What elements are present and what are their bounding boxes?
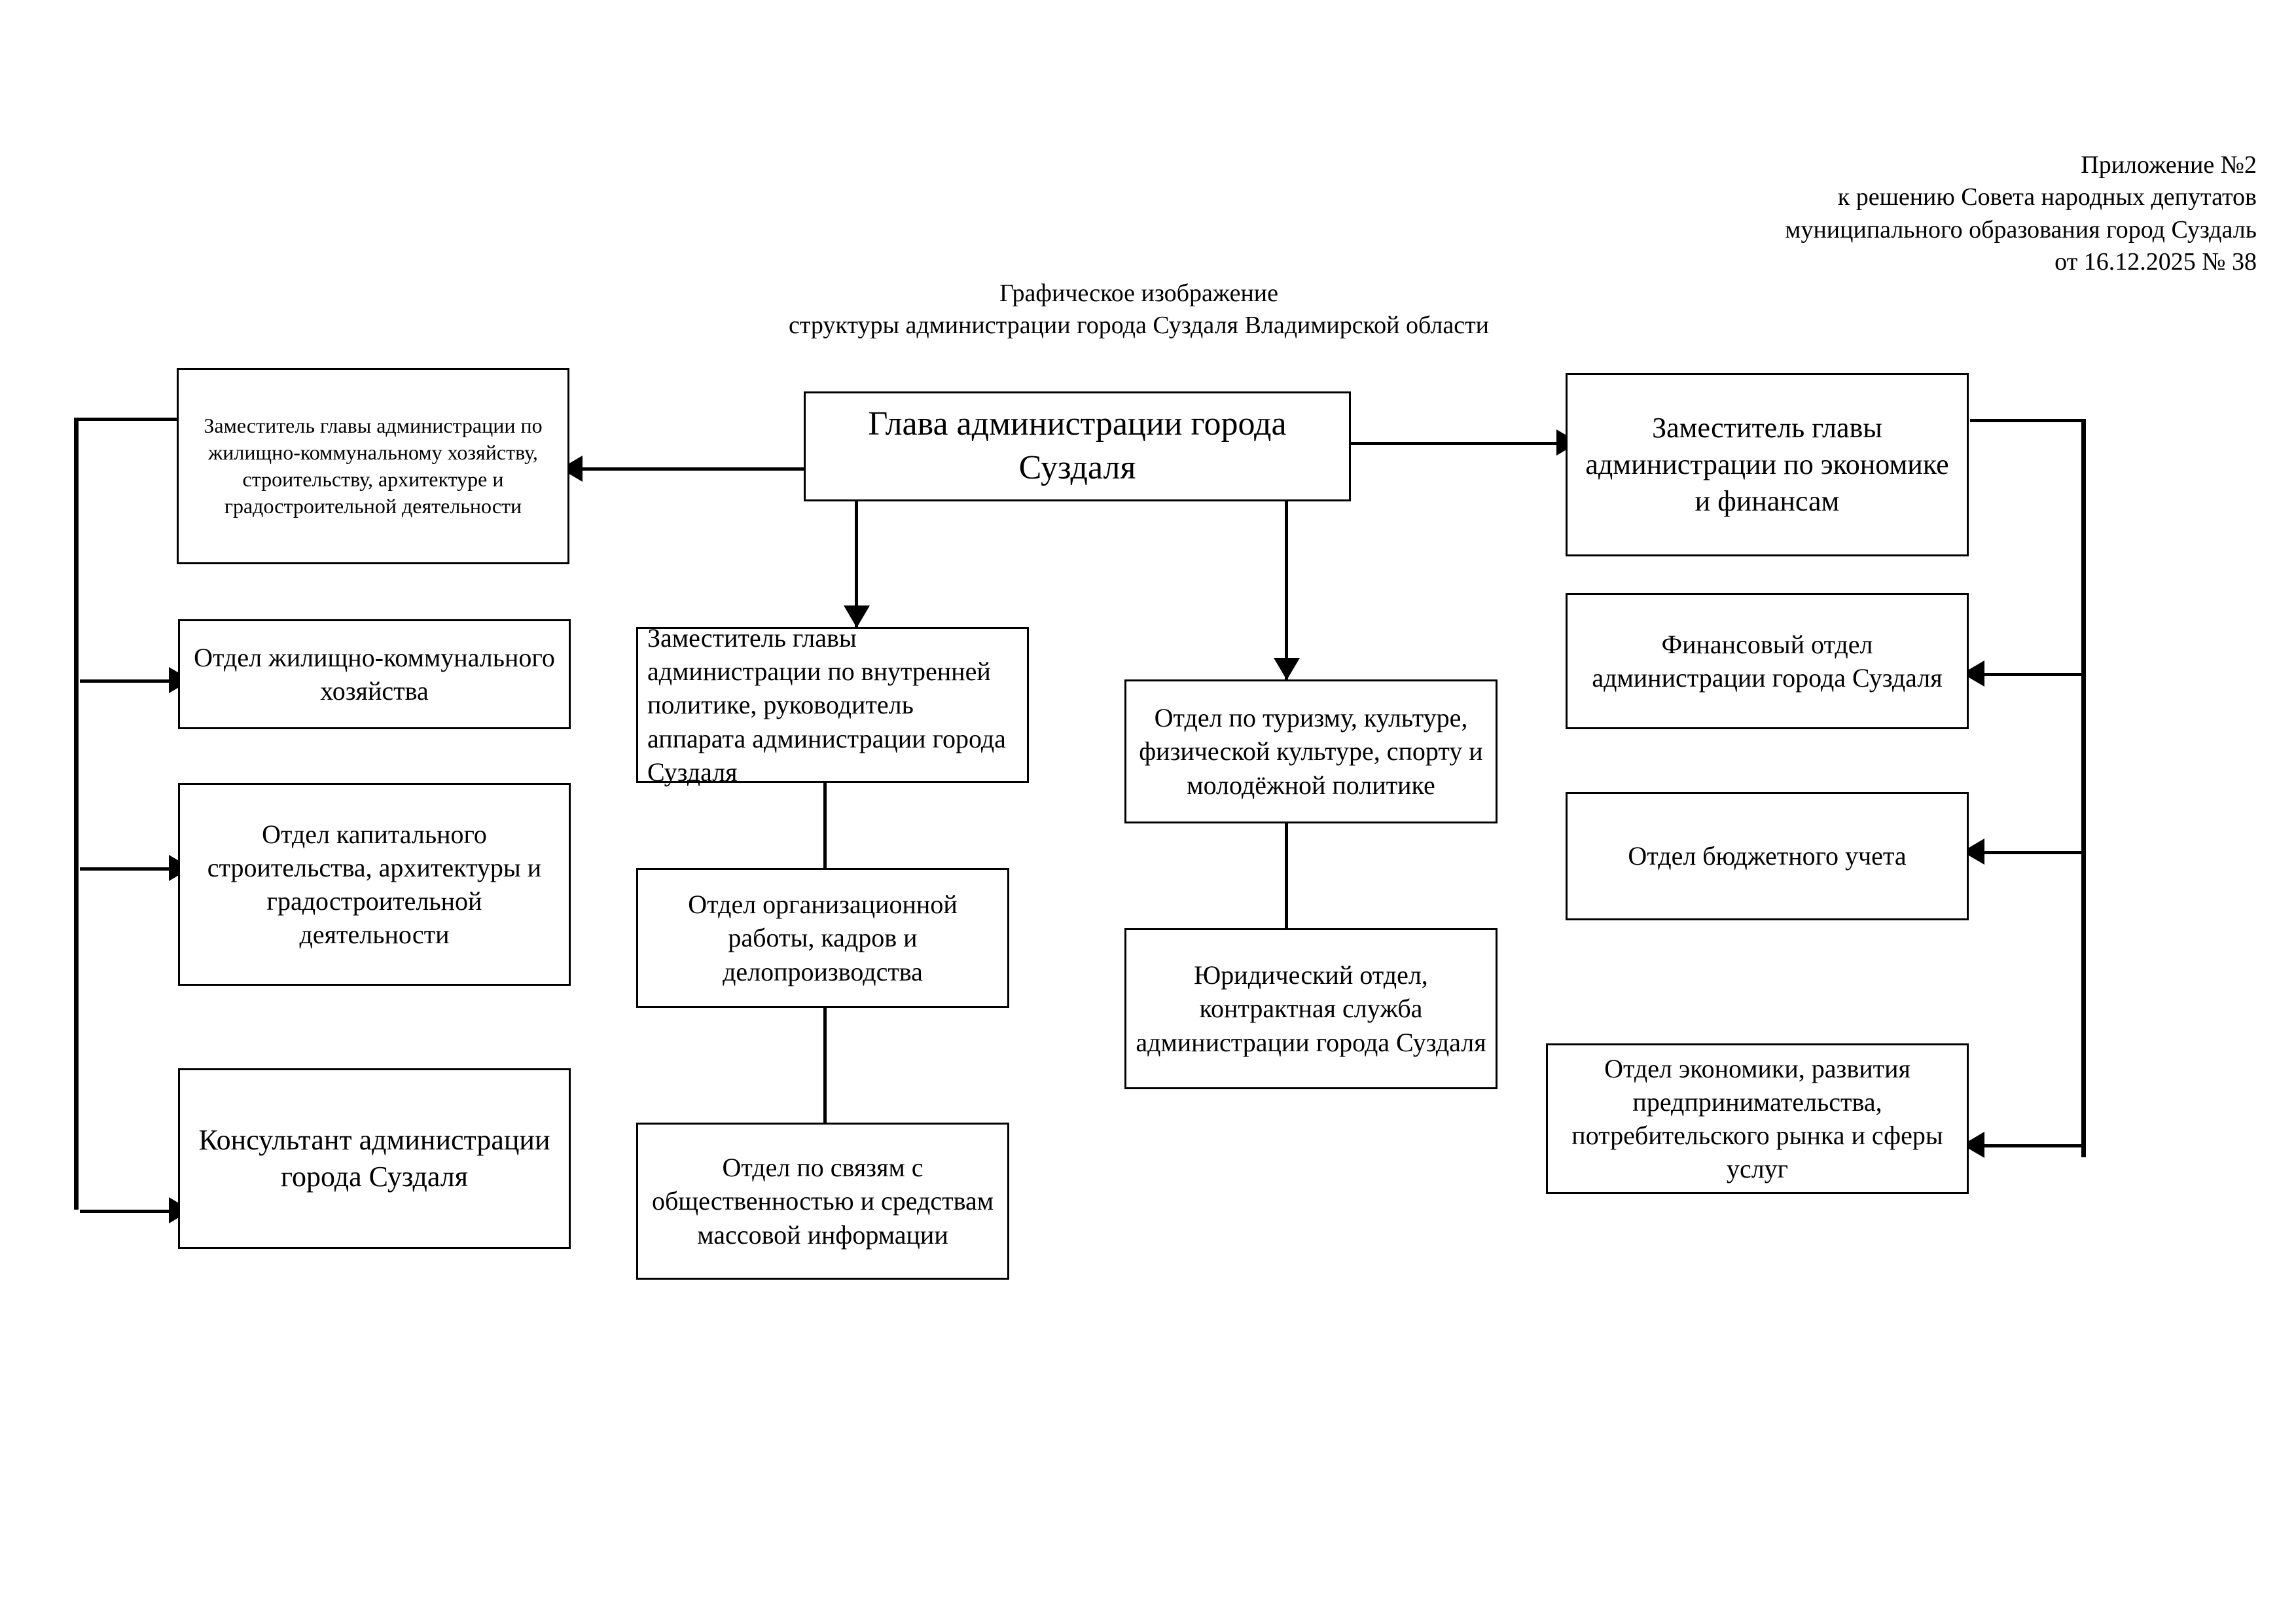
node-consultant-label: Консультант администрации города Суздаля [198,1123,550,1193]
connector-to-dept-housing [80,679,178,683]
node-head[interactable]: Глава администрации города Суздаля [804,391,1351,501]
node-dept-economy[interactable]: Отдел экономики, развития предпринимател… [1546,1043,1969,1194]
node-dept-org-work[interactable]: Отдел организационной работы, кадров и д… [636,868,1009,1008]
connector-head-to-dept-tourism [1285,500,1288,680]
connector-head-to-deputy-housing [583,467,805,471]
node-dept-tourism[interactable]: Отдел по туризму, культуре, физической к… [1124,679,1498,823]
document-header: Приложение №2 к решению Совета народных … [1785,151,2257,276]
connector-to-dept-capital-construction [80,867,178,871]
node-dept-finance[interactable]: Финансовый отдел администрации города Су… [1566,593,1969,729]
node-dept-public-relations-label: Отдел по связям с общественностью и сред… [651,1153,994,1250]
node-dept-finance-label: Финансовый отдел администрации города Су… [1592,629,1943,693]
connector-deputy-internal-to-org-work [823,783,827,868]
node-dept-housing[interactable]: Отдел жилищно-коммунального хозяйства [178,619,571,729]
node-dept-budget-accounting[interactable]: Отдел бюджетного учета [1566,792,1969,920]
node-dept-economy-label: Отдел экономики, развития предпринимател… [1571,1053,1943,1184]
connector-to-consultant [80,1210,178,1213]
node-dept-capital-construction-label: Отдел капитального строительства, архите… [207,819,542,950]
arrowhead-dept-tourism [1274,658,1300,680]
node-deputy-internal[interactable]: Заместитель главы администрации по внутр… [636,623,1029,787]
connector-tourism-to-legal [1285,823,1288,928]
node-consultant[interactable]: Консультант администрации города Суздаля [178,1068,571,1249]
node-dept-legal-label: Юридический отдел, контрактная служба ад… [1136,960,1486,1057]
node-deputy-economy[interactable]: Заместитель главы администрации по эконо… [1566,373,1969,556]
node-deputy-housing-label: Заместитель главы администрации по жилищ… [204,414,543,518]
node-dept-org-work-label: Отдел организационной работы, кадров и д… [688,890,958,986]
connector-to-dept-finance [1983,673,2083,676]
connector-to-dept-economy [1983,1144,2083,1147]
node-deputy-internal-label: Заместитель главы администрации по внутр… [647,623,1006,787]
node-dept-tourism-label: Отдел по туризму, культуре, физической к… [1139,703,1483,800]
connector-to-dept-budget-accounting [1983,851,2083,854]
node-dept-budget-accounting-label: Отдел бюджетного учета [1628,841,1907,871]
node-dept-public-relations[interactable]: Отдел по связям с общественностью и сред… [636,1123,1009,1280]
connector-left-bus-top [75,418,180,421]
connector-org-work-to-public-relations [823,1008,827,1123]
connector-right-bus-top [1970,419,2085,422]
connector-head-to-deputy-economy [1350,442,1566,445]
node-head-label: Глава администрации города Суздаля [868,405,1287,486]
page-title: Графическое изображение структуры админи… [788,280,1490,340]
connector-head-to-deputy-internal [855,500,858,628]
node-dept-housing-label: Отдел жилищно-коммунального хозяйства [194,642,555,706]
node-dept-legal[interactable]: Юридический отдел, контрактная служба ад… [1124,928,1498,1089]
arrowhead-deputy-internal [844,605,870,628]
node-deputy-economy-label: Заместитель главы администрации по эконо… [1585,411,1949,518]
connector-right-bus-vertical [2081,419,2086,1157]
node-deputy-housing[interactable]: Заместитель главы администрации по жилищ… [177,368,569,564]
connector-left-bus-vertical [74,418,79,1210]
node-dept-capital-construction[interactable]: Отдел капитального строительства, архите… [178,783,571,986]
